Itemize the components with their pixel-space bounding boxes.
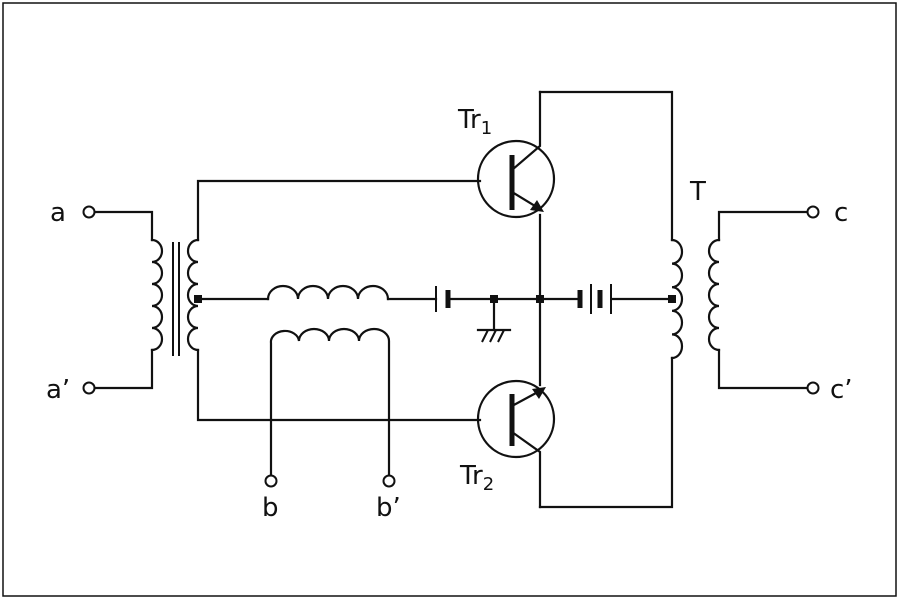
terminal-b-prime — [382, 474, 396, 488]
label-tr2: Tr2 — [459, 461, 494, 495]
label-tr1-base: Tr — [457, 105, 481, 135]
label-b: b — [262, 493, 279, 523]
label-c: c — [834, 198, 848, 228]
input-primary-bottom-lead — [93, 348, 154, 390]
label-tr2-sub: 2 — [483, 474, 494, 495]
label-a: a — [50, 198, 66, 228]
output-secondary-top-lead — [717, 210, 812, 242]
output-secondary-bottom-lead — [717, 348, 812, 390]
ground-symbol — [476, 295, 512, 343]
output-primary-coil — [670, 238, 684, 360]
junction-left — [194, 295, 202, 303]
battery-1 — [435, 286, 451, 312]
input-secondary-coil — [186, 238, 200, 352]
terminal-a-prime — [82, 381, 96, 395]
battery-2 — [577, 284, 612, 314]
collector-wire-tr2 — [538, 356, 674, 509]
reactor-upper-coil — [266, 284, 390, 301]
junction-right — [668, 295, 676, 303]
terminal-c — [806, 205, 820, 219]
reactor-lower-coil — [269, 327, 391, 477]
transistor-tr2 — [476, 379, 556, 509]
terminal-b — [264, 474, 278, 488]
terminal-a — [82, 205, 96, 219]
terminal-c-prime — [806, 381, 820, 395]
collector-wire-tr1 — [538, 90, 674, 242]
label-c-prime: c’ — [830, 375, 853, 405]
label-a-prime: a’ — [46, 375, 70, 405]
label-b-prime: b’ — [376, 493, 401, 523]
input-transformer — [93, 210, 200, 390]
input-primary-coil — [150, 238, 164, 352]
label-tr1: Tr1 — [457, 105, 492, 139]
base-wire-tr2 — [196, 348, 482, 422]
base-wire-tr1 — [196, 179, 482, 242]
input-primary-top-lead — [93, 210, 154, 242]
output-secondary-coil — [707, 238, 721, 352]
transistor-tr1 — [476, 90, 556, 219]
label-tr1-sub: 1 — [481, 118, 492, 139]
label-transformer-t: T — [689, 177, 706, 207]
label-tr2-base: Tr — [459, 461, 483, 491]
output-transformer — [670, 210, 812, 390]
